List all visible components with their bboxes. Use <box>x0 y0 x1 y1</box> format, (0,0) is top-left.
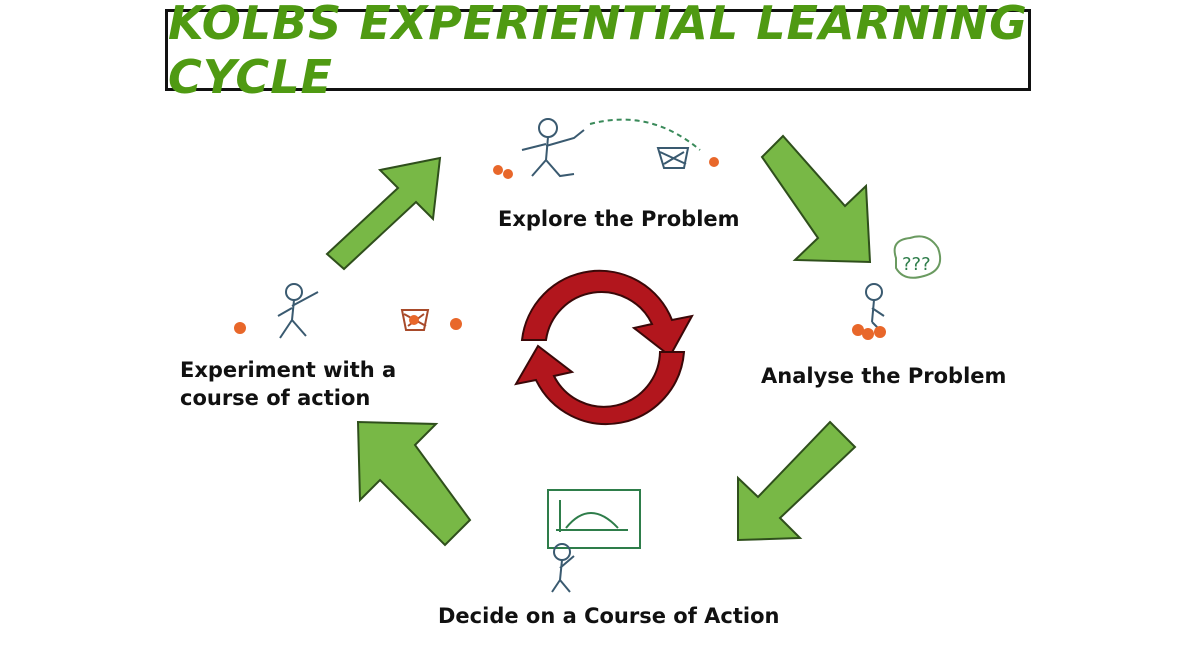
decide-label: Decide on a Course of Action <box>438 604 780 628</box>
diagram-title: KOLBS EXPERIENTIAL LEARNING CYCLE <box>168 0 1028 104</box>
ball <box>709 157 719 167</box>
cycle-arrow-upper <box>520 269 694 358</box>
ball <box>874 326 886 338</box>
analyse-sketch <box>865 235 942 335</box>
arrow-to-decide <box>737 420 857 542</box>
cycle-arrow-lower <box>514 344 686 426</box>
explore-label: Explore the Problem <box>498 207 740 231</box>
ball <box>234 322 246 334</box>
experiment-label: Experiment with a course of action <box>180 356 420 412</box>
explore-sketch <box>521 118 701 178</box>
experiment-label-line1: Experiment with a <box>180 358 397 382</box>
decide-sketch <box>547 489 641 593</box>
ball <box>450 318 462 330</box>
ball <box>852 324 864 336</box>
experiment-sketch <box>277 283 430 339</box>
arrow-to-experiment <box>356 420 472 547</box>
ball <box>862 328 874 340</box>
experiment-label-line2: course of action <box>180 386 371 410</box>
title-banner: KOLBS EXPERIENTIAL LEARNING CYCLE <box>165 0 1031 104</box>
ball <box>493 165 503 175</box>
ball <box>409 315 419 325</box>
thought-bubble-text: ??? <box>902 254 931 275</box>
ball <box>503 169 513 179</box>
arrow-to-analyse <box>760 134 872 264</box>
analyse-label: Analyse the Problem <box>761 364 1007 388</box>
arrow-to-explore <box>325 156 442 271</box>
